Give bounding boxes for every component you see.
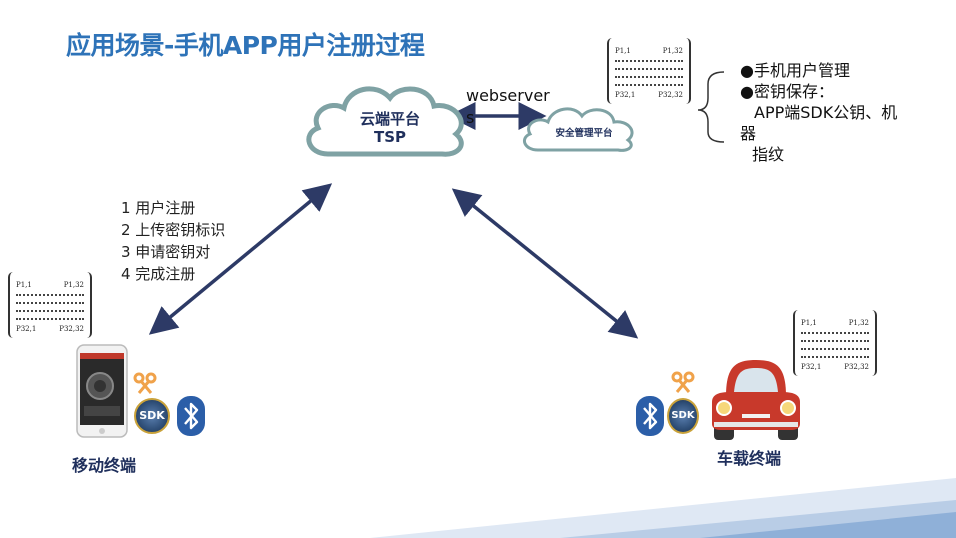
key-matrix-top: P1,1 P1,32 P32,1 P32,32 [607, 38, 691, 104]
bullet-1: ●手机用户管理 [740, 61, 850, 80]
arrow-cloud-vehicle [451, 188, 639, 339]
brace [697, 71, 725, 143]
sdk-badge-vehicle: SDK [667, 398, 699, 434]
matrix-top-left: P1,1 [801, 319, 817, 327]
key-matrix-mobile: P1,1 P1,32 P32,1 P32,32 [8, 272, 92, 338]
webserver-label-line1: webserver [466, 86, 550, 105]
bluetooth-icon-vehicle [636, 396, 664, 436]
sdk-label-vehicle: SDK [671, 410, 695, 421]
matrix-bottom-left: P32,1 [801, 363, 822, 371]
vehicle-terminal-label: 车载终端 [717, 449, 782, 468]
cloud-tsp-label-2: TSP [373, 128, 407, 146]
matrix-bottom-right: P32,32 [59, 325, 84, 333]
smartphone-icon [76, 344, 128, 438]
bluetooth-icon-mobile [177, 396, 205, 436]
bullet-3a: APP端SDK公钥、机 [754, 103, 898, 122]
steps-list: 1 用户注册 2 上传密钥标识 3 申请密钥对 4 完成注册 [121, 197, 225, 285]
matrix-bottom-right: P32,32 [658, 91, 683, 99]
step-3: 3 申请密钥对 [121, 243, 211, 261]
matrix-bottom-right: P32,32 [844, 363, 869, 371]
mobile-terminal-label: 移动终端 [72, 456, 137, 475]
cloud-tsp-shape [306, 86, 464, 157]
step-1: 1 用户注册 [121, 199, 196, 217]
matrix-bottom-left: P32,1 [16, 325, 37, 333]
key-icon-mobile [133, 372, 157, 394]
matrix-top-right: P1,32 [63, 281, 84, 289]
cloud-security-shape [522, 107, 634, 152]
webserver-label-line2: s [466, 108, 475, 127]
bullet-3b: 器 [740, 124, 757, 143]
sdk-label-mobile: SDK [139, 409, 165, 422]
matrix-top-left: P1,1 [16, 281, 32, 289]
page-title: 应用场景-手机APP用户注册过程 [66, 31, 425, 60]
matrix-bottom-left: P32,1 [615, 91, 636, 99]
cloud-tsp-label-1: 云端平台 [359, 110, 420, 128]
cloud-security-label: 安全管理平台 [555, 128, 613, 139]
key-icon-vehicle [671, 371, 695, 393]
matrix-top-left: P1,1 [615, 47, 631, 55]
matrix-top-right: P1,32 [662, 47, 683, 55]
bullet-3c: 指纹 [752, 145, 785, 164]
sdk-badge-mobile: SDK [134, 398, 170, 434]
bullet-2: ●密钥保存： [740, 82, 834, 101]
step-4: 4 完成注册 [121, 265, 196, 283]
arrow-mobile-cloud [148, 183, 333, 335]
car-icon [712, 360, 800, 440]
matrix-top-right: P1,32 [848, 319, 869, 327]
step-2: 2 上传密钥标识 [121, 221, 226, 239]
key-matrix-vehicle: P1,1 P1,32 P32,1 P32,32 [793, 310, 877, 376]
bullet-list: ●手机用户管理 ●密钥保存： APP端SDK公钥、机 器 指纹 [740, 60, 897, 165]
